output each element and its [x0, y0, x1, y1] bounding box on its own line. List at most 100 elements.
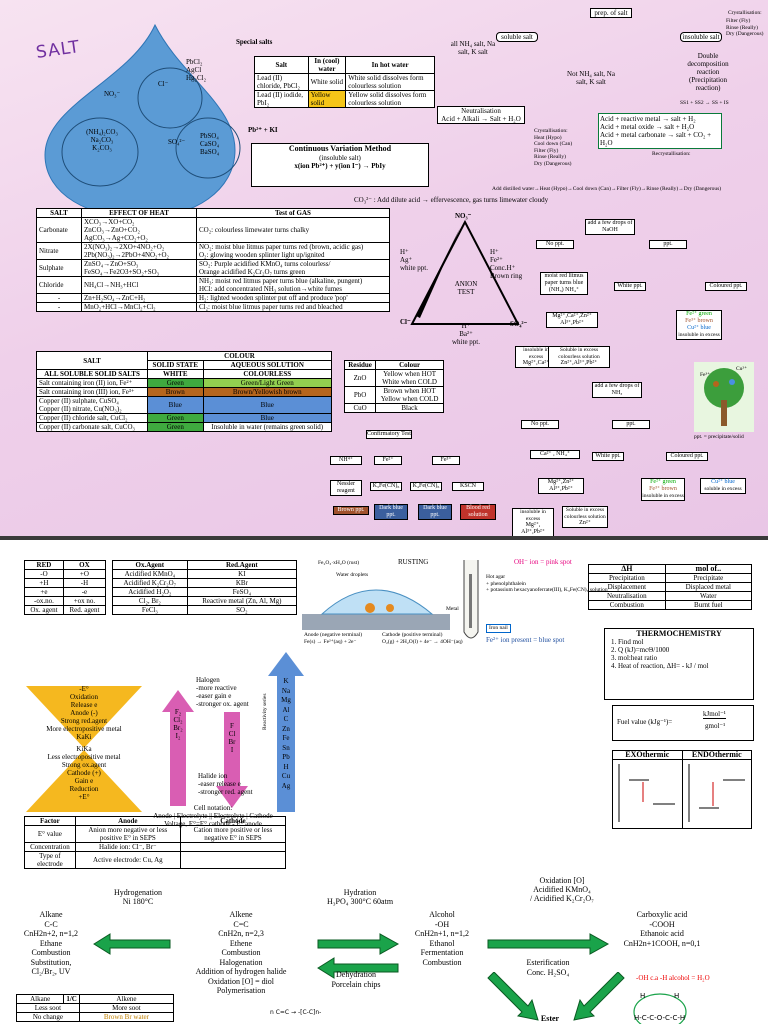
all-nh4-salt: all NH₄ salt, Na salt, K salt	[450, 40, 496, 56]
anion-so4: SO₄²⁻	[510, 320, 528, 328]
confirm-nh4: NH⁴⁺	[330, 456, 362, 465]
neutralisation-box: Neutralisation Acid + Alkali → Salt + H₂…	[437, 106, 525, 124]
nh3-coloured-ppt: Coloured ppt.	[666, 452, 708, 461]
naoh-coloured-list: Fe²⁺ green Fe³⁺ brown Cu²⁺ blue insolubl…	[676, 310, 722, 340]
drop-insoluble-sulphates: PbSO₄ CaSO₄ BaSO₄	[200, 132, 220, 156]
ester-structure: H H H-C-C-O-C-C-H	[633, 992, 687, 1024]
nh3-zn: Soluble in excess colourless solution Zn…	[562, 506, 608, 528]
hydration-label: Hydration H₃PO₄ 300°C 60atm	[326, 888, 394, 906]
nh3-cations: Mg²⁺,Zn²⁺ Al³⁺,Pb²⁺	[538, 478, 584, 494]
naoh-mg-ca: insoluble in excess Mg²⁺,Ca²⁺	[515, 346, 557, 368]
nh3-mg-al-pb: insoluble in excess Mg²⁺, Al³⁺,Pb²⁺	[512, 508, 554, 537]
cryst1-steps: Filter (Fly) Rinse (Really) Dry (Dangero…	[726, 18, 764, 37]
anion-center: ANION TEST	[454, 280, 478, 296]
anion-cl-test: H⁺ Ag⁺ white ppt.	[400, 248, 428, 272]
anion-cl: Cl⁻	[400, 318, 411, 326]
result-dark-blue-1: Dark blue ppt.	[374, 504, 408, 520]
tree-illustration	[694, 362, 754, 432]
cryst2: Crystallisation: Heat (Hypo) Cool down (…	[534, 128, 573, 167]
ester-label: Ester	[540, 1014, 560, 1023]
oxidation-label: Oxidation [O] Acidified KMnO₄ / Acidifie…	[530, 876, 594, 903]
series-label: Reactivity series	[262, 693, 268, 730]
svg-text:n C=C → -[C-C]n-: n C=C → -[C-C]n-	[270, 1009, 321, 1016]
result-brown-ppt: Brown ppt.	[333, 506, 369, 515]
result-dark-blue-2: Dark blue ppt.	[418, 504, 452, 520]
fe-blue-spot: Fe²⁺ ion present = blue spot	[486, 636, 565, 644]
water-rule: -OH c.a -H alcohol = H₂O	[636, 974, 710, 982]
halide-list: F Cl Br I	[228, 722, 236, 754]
anion-no3-test: H⁺ Fe²⁺ Conc.H⁺ Brown ring	[490, 248, 523, 280]
svg-text:H: H	[640, 992, 645, 1000]
halide-text: Halide ion -easer release e -stronger re…	[198, 772, 253, 796]
oh-pink-spot: OH⁻ ion = pink spot	[514, 558, 572, 566]
acid-reactions-box: Acid + reactive metal → salt + H₂ Acid +…	[598, 113, 722, 149]
alkene-box: Alkene C=C CnH2n, n=2,3 Ethene Combustio…	[195, 910, 287, 995]
reactivity-series-arrow	[268, 652, 304, 812]
anion-test-triangle	[410, 219, 520, 325]
nh3-no-ppt: No ppt.	[521, 420, 559, 429]
arrow-alcohol-alkene	[317, 957, 399, 979]
rust-label: Fe₂O₃·xH₂O (rust)	[318, 560, 360, 566]
metal-label: Metal	[446, 606, 459, 612]
tree-cu2: Cu²⁺	[736, 366, 747, 372]
reagent-kscn: KSCN	[452, 482, 484, 491]
hot-agar: Hot agar + phenolphthalein + potassium h…	[486, 574, 608, 593]
drop-no3: NO₃⁻	[104, 90, 121, 98]
naoh-cations: Mg²⁺,Ca²⁺,Zn²⁺ Al³⁺,Pb²⁺	[546, 312, 598, 328]
tree-note: ppt. = precipitate/solid	[694, 434, 744, 440]
naoh-coloured-ppt: Coloured ppt.	[705, 282, 747, 291]
rusting-title: RUSTING	[398, 558, 429, 566]
arrow-alcohol-acid	[487, 933, 610, 955]
confirm-fe3: Fe³⁺	[432, 456, 460, 465]
metal-series: K Na Mg Al C Zn Fe Sn Pb H Cu Ag	[281, 677, 291, 790]
arrow-alcohol-ester	[487, 972, 539, 1021]
drop-cl: Cl⁻	[158, 80, 169, 88]
halide-down-arrow	[216, 712, 248, 808]
alcohol-box: Alcohol -OH CnH2n+1, n=1,2 Ethanol Ferme…	[414, 910, 470, 967]
nh3-cu: Cu²⁺ blue soluble in excess	[700, 478, 746, 494]
polymer-structure: n C=C → -[C-C]n-	[270, 1009, 321, 1016]
thermochemistry-box: THERMOCHEMISTRY 1. Find mol 2. Q (kJ)=mc…	[604, 628, 754, 700]
nh3-ca-nh4: Ca²⁺ , NH₄⁺	[530, 450, 580, 459]
iron-nail: Iron nail	[486, 624, 511, 633]
naoh-title: add a few drops of NaOH	[585, 219, 635, 235]
drop-insoluble-chlorides: PbCl₂ AgCl Hg₂Cl₂	[186, 58, 207, 82]
arrow-alkene-alcohol	[317, 933, 400, 955]
carboxylic-acid-box: Carboxylic acid -COOH Ethanoic acid CnH2…	[623, 910, 701, 948]
hourglass-top-text: -E° Oxidation Release e Anode (-) Strong…	[46, 685, 122, 741]
solubility-drop-diagram	[44, 23, 241, 219]
cryst1-title: Crystallisation:	[728, 10, 762, 16]
special-salts-title: Special salts	[236, 38, 273, 46]
esterification-label: Esterification Conc. H₂SO₄	[526, 958, 570, 977]
reagent-k4fe-1: K₄Fe(CN)₆	[410, 482, 442, 491]
confirmatory-test: Confirmatory Test	[366, 430, 412, 439]
recryst-title: Recrystallisation:	[652, 151, 691, 157]
tree-fe3: Fe³⁺	[700, 372, 711, 378]
section-divider	[0, 536, 768, 542]
hourglass-bottom-text: KiKa Less electropositive metal Strong o…	[47, 745, 121, 801]
arrow-alkene-alkane	[93, 933, 171, 955]
halogen-text: Halogen -more reactive -easer gain e -st…	[196, 676, 249, 708]
rust-anode: Anode (negative terminal) Fe(s) → Fe²⁺(a…	[304, 632, 363, 645]
endo-diagram	[688, 764, 745, 822]
test-tube	[463, 560, 479, 639]
dehydration-label: Dehydration Porcelain chips	[331, 970, 381, 989]
drop-so4: SO₄²⁻	[168, 138, 186, 146]
nh3-fe: Fe²⁺ green Fe³⁺ brown insoluble in exces…	[641, 478, 685, 501]
rust-cathode: Cathode (positive terminal) O₂(g) + 2H₂O…	[382, 632, 463, 645]
naoh-zn-al-pb: Soluble in excess colourless solution Zn…	[548, 346, 610, 368]
naoh-nh4: moist red litmus paper turns blue (NH₃) …	[540, 272, 588, 295]
